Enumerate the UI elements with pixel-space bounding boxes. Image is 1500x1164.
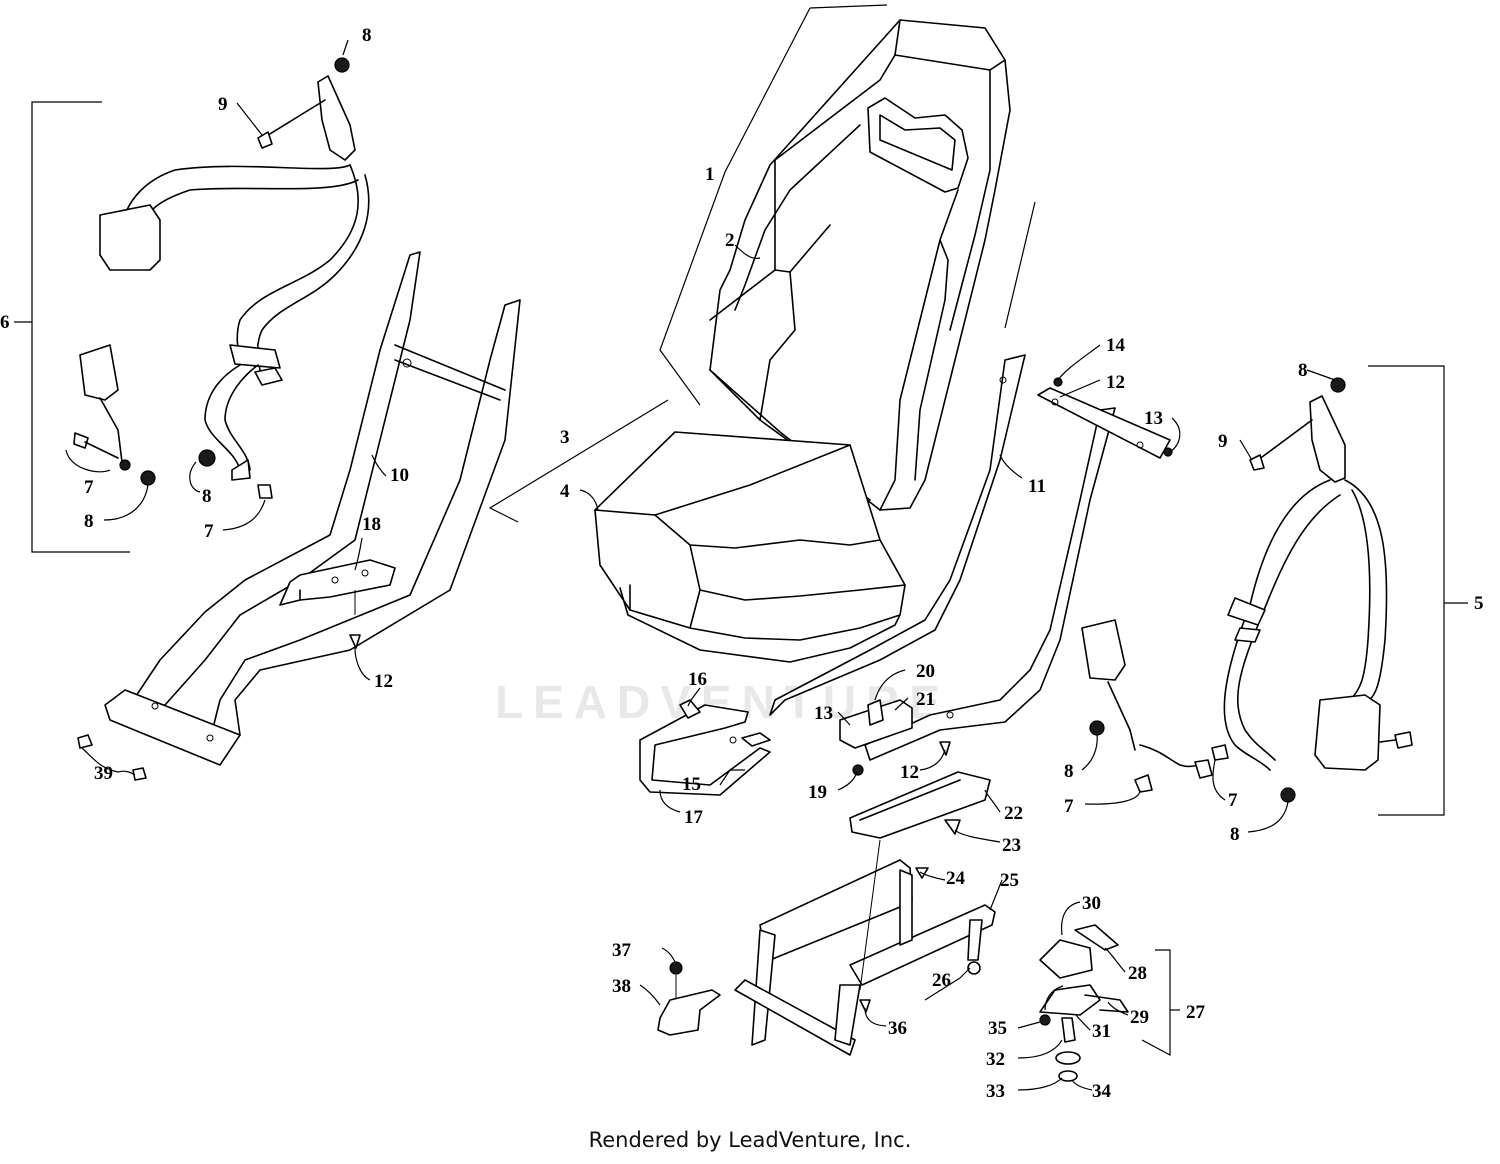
callout-12: 12 (1106, 372, 1125, 393)
callout-21: 21 (916, 689, 935, 710)
callout-8: 8 (202, 486, 212, 507)
callout-22: 22 (1004, 803, 1023, 824)
callout-labels: 1 2 3 4 5 6 7 7 7 7 8 8 8 8 8 8 9 9 10 1… (0, 25, 1484, 1102)
callout-13: 13 (814, 703, 833, 724)
callout-6: 6 (0, 312, 10, 333)
seat-base-frame (734, 839, 996, 1056)
callout-4: 4 (560, 481, 570, 502)
callout-3: 3 (560, 427, 570, 448)
callout-11: 11 (1028, 476, 1046, 497)
bolts-39 (77, 734, 147, 781)
seat-back (709, 19, 1011, 511)
callout-8: 8 (84, 511, 94, 532)
callout-23: 23 (1002, 835, 1021, 856)
callout-26: 26 (932, 970, 951, 991)
callout-12: 12 (900, 762, 919, 783)
callout-35: 35 (988, 1018, 1007, 1039)
leader-lines (65, 39, 1336, 1091)
callout-27: 27 (1186, 1002, 1206, 1023)
callout-30: 30 (1082, 893, 1101, 914)
callout-8: 8 (1230, 824, 1240, 845)
bolt-12 (1053, 377, 1173, 457)
callout-24: 24 (946, 868, 966, 889)
callout-28: 28 (1128, 963, 1147, 984)
callout-32: 32 (986, 1049, 1005, 1070)
callout-2: 2 (725, 230, 735, 251)
callout-7: 7 (1064, 796, 1074, 817)
seat-bracket-18 (279, 559, 396, 649)
callout-8: 8 (362, 25, 372, 46)
callout-9: 9 (1218, 431, 1228, 452)
callout-25: 25 (1000, 870, 1019, 891)
callout-14: 14 (1106, 335, 1126, 356)
left-frame (104, 251, 521, 766)
callout-15: 15 (682, 774, 701, 795)
callout-18: 18 (362, 514, 381, 535)
callout-7: 7 (204, 521, 214, 542)
callout-5: 5 (1474, 593, 1484, 614)
right-frame (769, 354, 1116, 761)
seatbelt-right-assembly (1081, 377, 1413, 803)
callout-37: 37 (612, 940, 632, 961)
callout-8: 8 (1298, 360, 1308, 381)
callout-9: 9 (218, 94, 228, 115)
seat-bottom (594, 431, 906, 663)
callout-36: 36 (888, 1018, 907, 1039)
footer-credit: Rendered by LeadVenture, Inc. (588, 1128, 912, 1152)
group-brackets (14, 4, 1468, 1057)
callout-33: 33 (986, 1081, 1005, 1102)
rail-and-slider (639, 699, 991, 839)
callout-16: 16 (688, 669, 707, 690)
callout-1: 1 (705, 164, 715, 185)
callout-31: 31 (1092, 1021, 1111, 1042)
callout-38: 38 (612, 976, 631, 997)
callout-34: 34 (1092, 1081, 1112, 1102)
callout-19: 19 (808, 782, 827, 803)
callout-13: 13 (1144, 408, 1163, 429)
callout-8: 8 (1064, 761, 1074, 782)
callout-7: 7 (84, 477, 94, 498)
callout-20: 20 (916, 661, 935, 682)
cross-plate-12 (1037, 387, 1171, 459)
callout-7: 7 (1228, 790, 1238, 811)
seatbelt-left-assembly (73, 57, 370, 499)
callout-10: 10 (390, 465, 409, 486)
bracket-38 (657, 961, 721, 1036)
callout-29: 29 (1130, 1007, 1149, 1028)
callout-17: 17 (684, 807, 704, 828)
latch-assembly (1039, 924, 1129, 1082)
callout-12: 12 (374, 671, 393, 692)
callout-39: 39 (94, 763, 113, 784)
